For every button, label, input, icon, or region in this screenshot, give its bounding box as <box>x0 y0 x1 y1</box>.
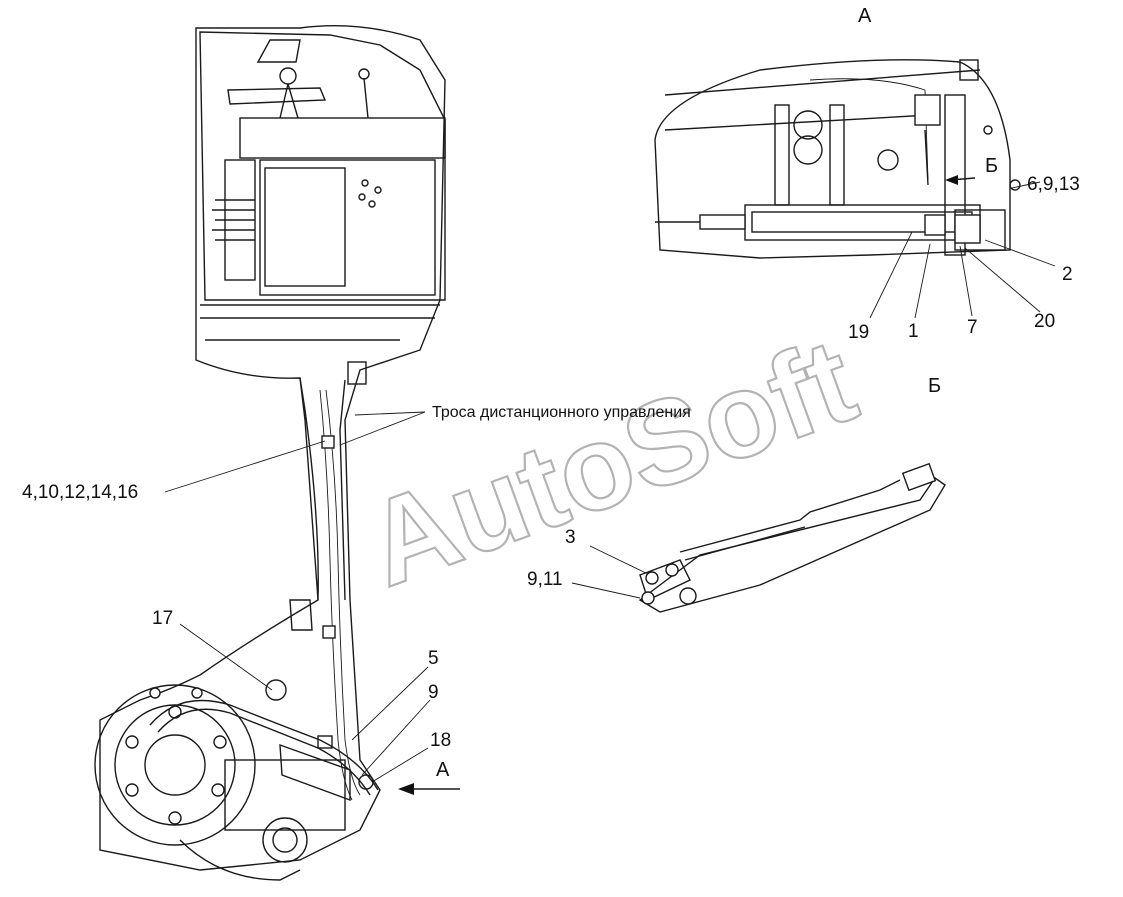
view-b-marker: Б <box>985 155 998 177</box>
callout-5: 5 <box>428 648 439 669</box>
callout-2: 2 <box>1062 264 1073 285</box>
callout-9-11: 9,11 <box>527 569 563 590</box>
callout-4-10-12-14-16: 4,10,12,14,16 <box>22 482 138 503</box>
watermark-text: AutoSoft <box>350 313 872 612</box>
view-a-title: А <box>858 5 872 27</box>
view-b-title: Б <box>928 375 941 397</box>
remote-control-cables-note: Троса дистанционного управления <box>432 404 691 421</box>
callout-7: 7 <box>967 317 978 338</box>
callout-18: 18 <box>430 730 451 751</box>
arrow-a-label: А <box>436 759 450 781</box>
view-b-drawing <box>638 462 946 613</box>
callout-3: 3 <box>565 527 576 548</box>
callout-17: 17 <box>152 608 173 629</box>
callout-9: 9 <box>428 682 439 703</box>
callout-19: 19 <box>848 322 869 343</box>
view-a-drawing <box>654 59 1021 259</box>
callout-1: 1 <box>908 321 919 342</box>
leader-lines <box>164 175 1056 795</box>
main-assembly-drawing <box>94 25 446 881</box>
callout-6-9-13: 6,9,13 <box>1027 174 1080 195</box>
callout-20: 20 <box>1034 311 1055 332</box>
